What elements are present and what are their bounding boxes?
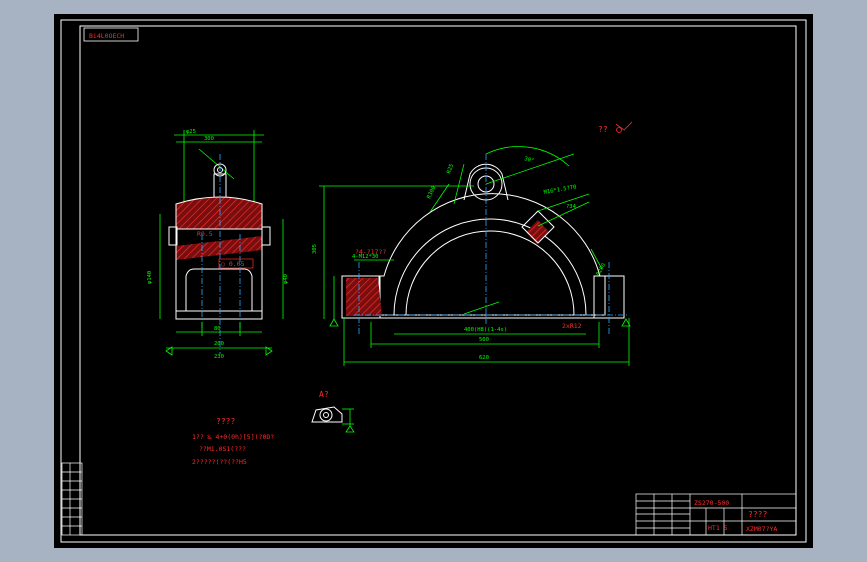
note-line-3: 2?????(??(??H5 [192, 458, 247, 466]
svg-text:R0.5: R0.5 [197, 230, 213, 238]
svg-text:○ 0.05: ○ 0.05 [221, 260, 245, 268]
svg-text:R200: R200 [596, 263, 608, 277]
svg-text:R300: R300 [426, 185, 437, 200]
part-name: ???? [748, 510, 767, 519]
technical-notes: ???? 1?? ‱ 4+0(0h)[5](?0D? ??M1.0S1(??? … [192, 417, 274, 466]
notes-heading: ???? [216, 417, 235, 426]
note-line-2: ??M1.0S1(??? [199, 445, 246, 453]
svg-text:305: 305 [312, 244, 318, 254]
top-label: Bi4L0OECH [89, 32, 124, 40]
drawing-number: ZS270-500 [694, 499, 729, 507]
company-name: XZM07?YA [746, 525, 777, 533]
svg-text:620: 620 [479, 355, 489, 361]
svg-text:30°: 30° [523, 156, 534, 164]
svg-text:φ40: φ40 [283, 274, 289, 284]
note-line-1: 1?? ‱ 4+0(0h)[5](?0D? [192, 433, 274, 441]
svg-text:230: 230 [214, 354, 224, 360]
title-block: ZS270-500 ???? HT1 5 XZM07?YA [635, 493, 797, 536]
outer-border [60, 19, 807, 543]
side-view: φ25 300 [147, 129, 289, 360]
corner-mark: ?? [598, 125, 608, 134]
svg-text:?34: ?34 [566, 204, 577, 210]
front-view: 305 500 620 400(H8)(1-4s) 4-M12*30 R300 [312, 146, 631, 366]
drawing-canvas: Bi4L0OECH φ25 [60, 19, 807, 543]
left-revision-strip [61, 462, 83, 536]
svg-text:φ25: φ25 [186, 129, 196, 135]
svg-text:φ140: φ140 [147, 271, 153, 284]
svg-text:4-M12*30: 4-M12*30 [352, 254, 379, 260]
drawing-sheet: Bi4L0OECH φ25 [54, 14, 813, 548]
top-label-box [83, 27, 139, 42]
svg-text:M16*1.5?70: M16*1.5?70 [543, 184, 577, 196]
view-a-label: A? [319, 390, 329, 399]
view-a: A? [311, 390, 355, 433]
svg-text:300: 300 [204, 136, 214, 142]
svg-text:R25: R25 [446, 163, 455, 174]
scale-small: HT1 5 [708, 524, 728, 532]
svg-text:400(H8)(1-4s): 400(H8)(1-4s) [464, 327, 507, 333]
svg-text:500: 500 [479, 337, 489, 343]
inner-border [79, 25, 797, 536]
svg-text:80: 80 [214, 326, 221, 332]
svg-text:2xR12: 2xR12 [562, 322, 582, 330]
svg-text:?4-?17??: ?4-?17?? [355, 248, 386, 256]
svg-text:200: 200 [214, 341, 224, 347]
